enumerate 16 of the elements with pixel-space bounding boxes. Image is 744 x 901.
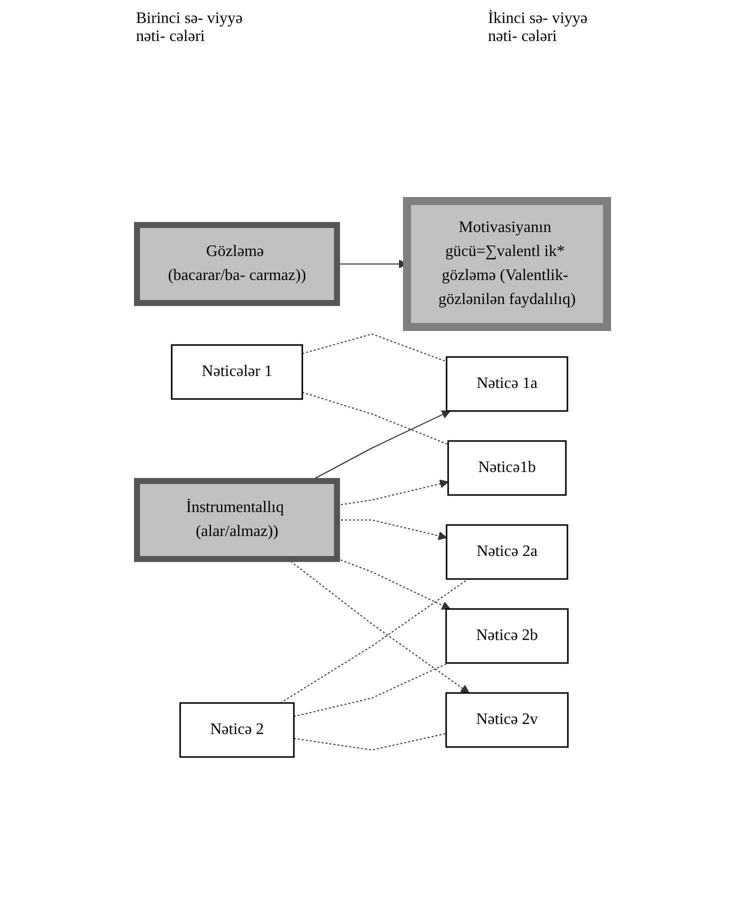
node-box: Nəticə1b — [447, 440, 567, 496]
node-box: Nəticə 2a — [446, 524, 568, 580]
node-box: Nəticə 1a — [446, 356, 568, 412]
connector — [293, 662, 449, 717]
node-box: Motivasiyanın gücü=∑valentl ik* gözləmə (Valentlik- gözlənilən faydalılıq) — [403, 196, 611, 330]
connector — [293, 732, 447, 750]
column-heading: Birinci sə- viyyə nəti- cələri — [136, 10, 244, 46]
node-box: Nəticə 2v — [445, 692, 569, 748]
column-heading: İkinci sə- viyyə nəti- cələri — [488, 10, 589, 46]
node-box: Gözləmə (bacarar/ba- carmaz)) — [134, 222, 340, 306]
connector — [302, 332, 448, 362]
node-box: Nəticə 2b — [445, 608, 569, 664]
node-box: Nəticə 2 — [179, 702, 295, 758]
node-box: İnstrumentallıq (alar/almaz)) — [134, 478, 340, 562]
node-box: Nəticələr 1 — [170, 344, 304, 400]
connector — [302, 391, 449, 444]
